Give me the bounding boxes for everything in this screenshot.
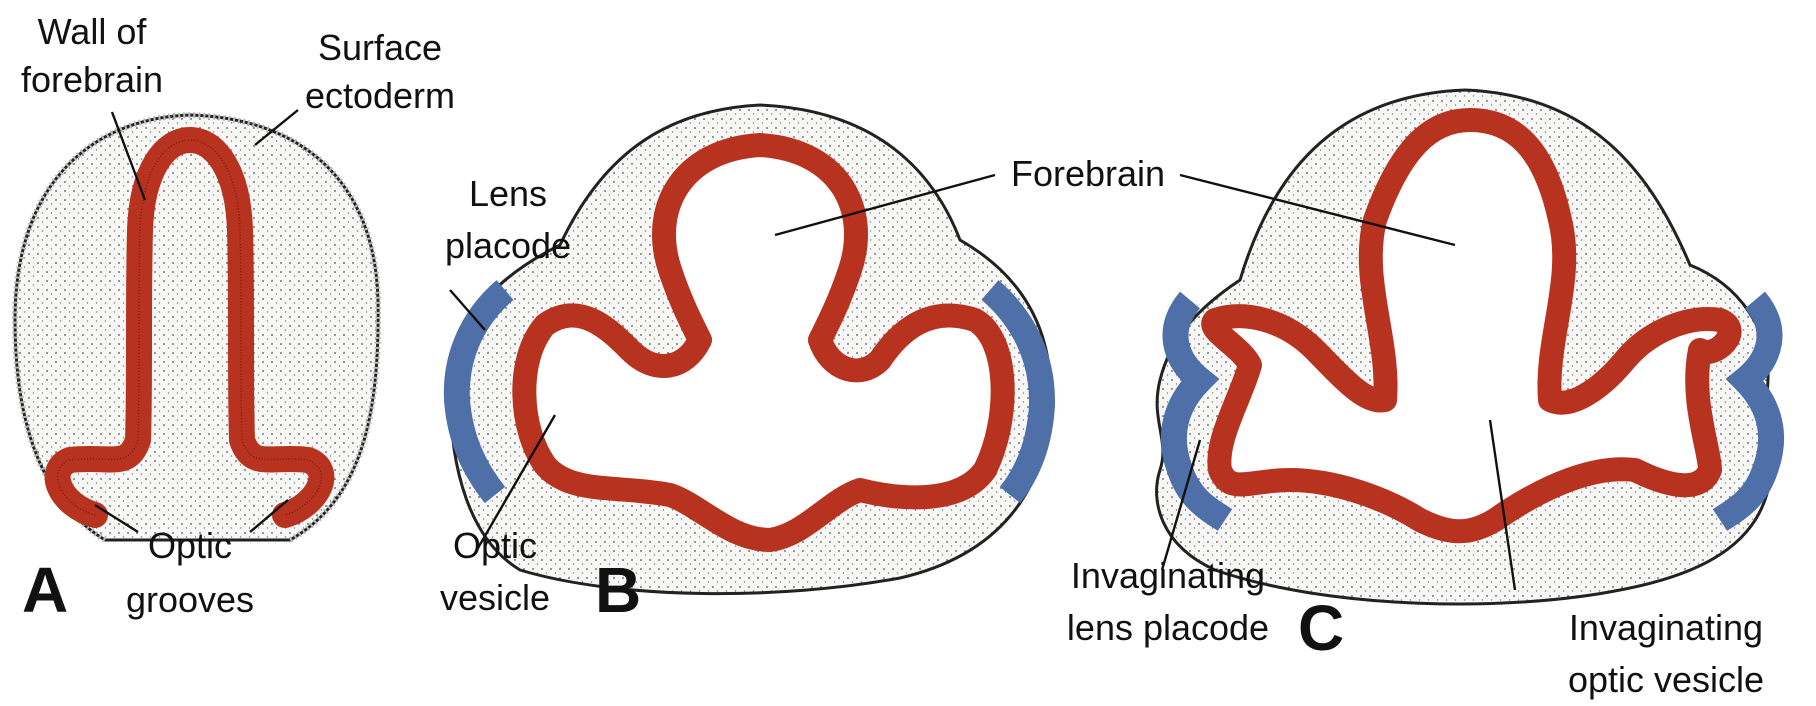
label-invaginating-lens-placode-1: Invaginating	[1071, 555, 1265, 596]
label-optic-vesicle-1: Optic	[453, 525, 537, 566]
label-surface-ectoderm-1: Surface	[318, 27, 442, 68]
panel-letter-b: B	[595, 554, 641, 626]
label-optic-grooves-1: Optic	[148, 525, 232, 566]
label-invaginating-optic-vesicle-2: optic vesicle	[1568, 659, 1764, 700]
panel-letter-c: C	[1298, 592, 1344, 664]
label-optic-grooves-2: grooves	[126, 579, 254, 620]
label-surface-ectoderm-2: ectoderm	[305, 75, 455, 116]
label-optic-vesicle-2: vesicle	[440, 577, 550, 618]
label-wall-of-forebrain-1: Wall of	[38, 11, 148, 52]
panel-letter-a: A	[22, 554, 68, 626]
label-invaginating-optic-vesicle-1: Invaginating	[1569, 607, 1763, 648]
label-invaginating-lens-placode-2: lens placode	[1067, 607, 1269, 648]
label-lens-placode-2: placode	[445, 225, 571, 266]
panel-c	[1157, 90, 1772, 604]
label-lens-placode-1: Lens	[469, 173, 547, 214]
label-forebrain: Forebrain	[1011, 153, 1165, 194]
label-wall-of-forebrain-2: forebrain	[21, 59, 163, 100]
panel-a	[15, 115, 378, 540]
